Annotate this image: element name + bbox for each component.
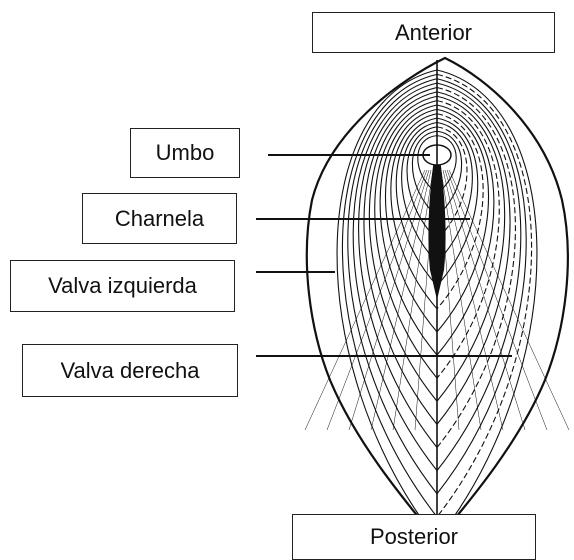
valva-derecha-label: Valva derecha [22, 344, 238, 397]
umbo-label: Umbo [130, 128, 240, 178]
charnela-label: Charnela [82, 193, 237, 244]
posterior-label: Posterior [292, 514, 536, 560]
valva-izquierda-label: Valva izquierda [10, 260, 235, 312]
anterior-label: Anterior [312, 12, 555, 53]
